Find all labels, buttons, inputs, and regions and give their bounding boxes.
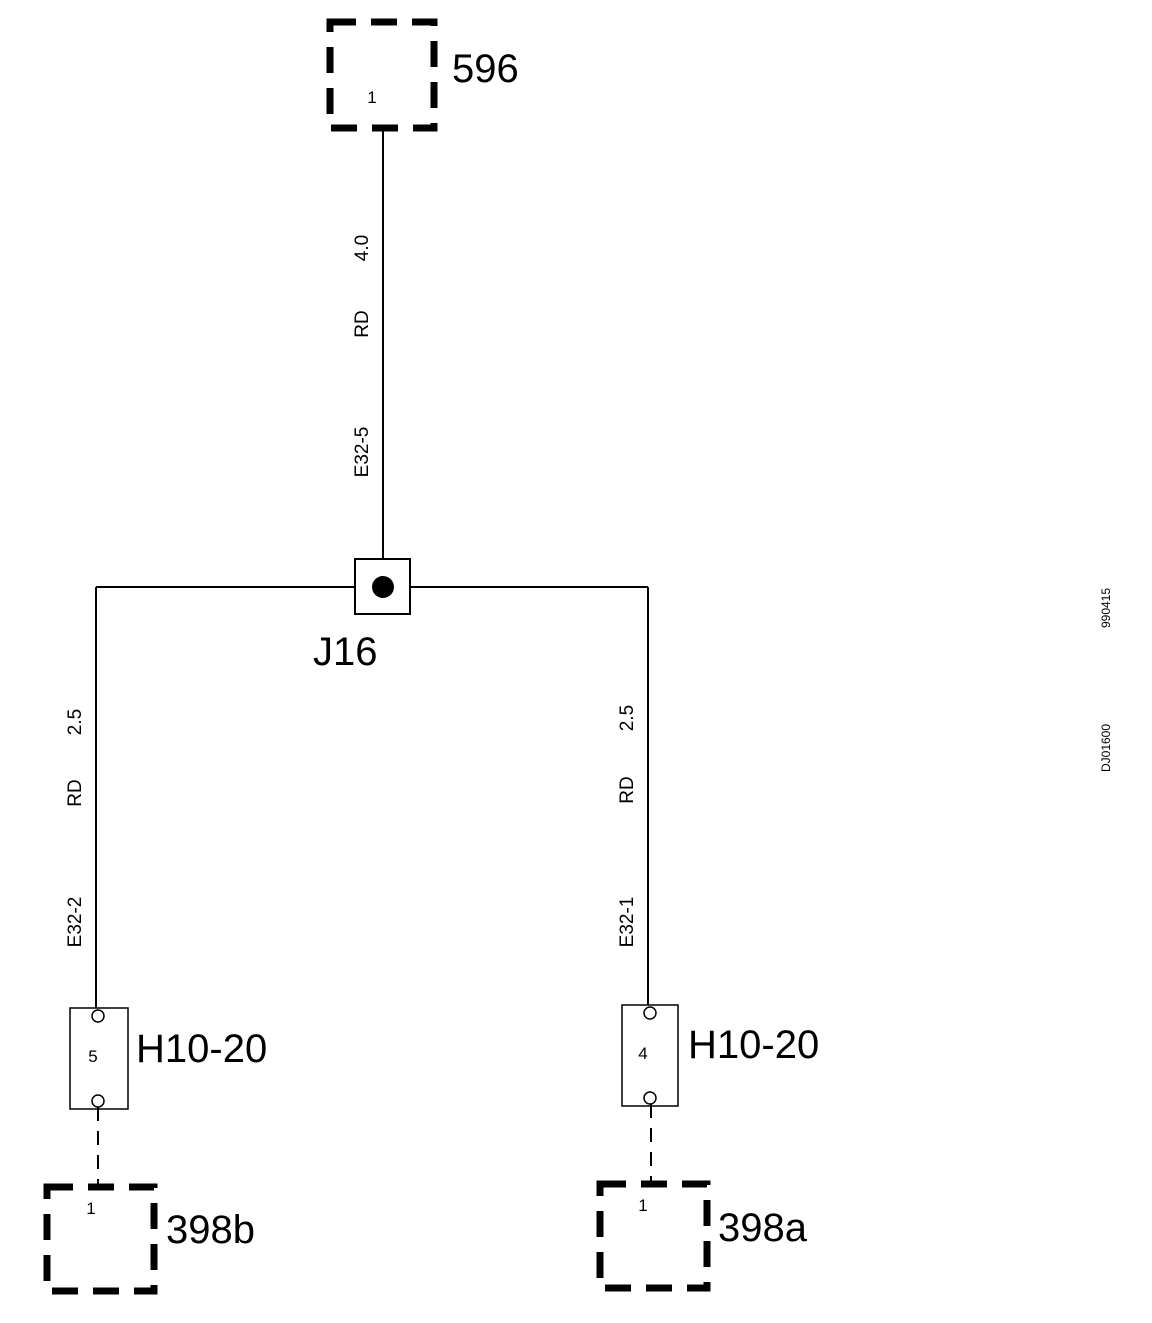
- junction-label: J16: [313, 630, 378, 674]
- terminal-icon: [643, 1006, 657, 1020]
- wire-e32-5-size: 4.0: [352, 235, 373, 261]
- ref-code: 990415: [1099, 588, 1113, 628]
- wire-e32-2-size: 2.5: [65, 709, 86, 735]
- connector-596: 1 596: [326, 18, 519, 132]
- terminal-icon: [643, 1091, 657, 1105]
- wire-e32-5-color: RD: [352, 310, 373, 337]
- junction-j16: J16: [313, 558, 411, 674]
- drawing-code: DJ01600: [1099, 724, 1113, 772]
- junction-dot-icon: [372, 576, 394, 598]
- connector-398a-label: 398a: [718, 1206, 808, 1250]
- wire-e32-5-id: E32-5: [352, 427, 373, 478]
- connector-398b: 1 398b: [43, 1183, 255, 1295]
- connector-398b-label: 398b: [166, 1208, 255, 1252]
- connector-596-pin: 1: [367, 88, 376, 107]
- connector-398a-pin: 1: [638, 1196, 647, 1215]
- wire-e32-1-id: E32-1: [617, 897, 638, 948]
- terminal-icon: [91, 1094, 105, 1108]
- fuse-right-pin: 4: [638, 1044, 647, 1063]
- fuse-right-label: H10-20: [688, 1023, 819, 1067]
- fuse-h10-20-right: 4 H10-20: [621, 1004, 819, 1107]
- fuse-left-pin: 5: [88, 1047, 97, 1066]
- wire-e32-1-size: 2.5: [617, 705, 638, 731]
- connector-596-label: 596: [452, 47, 519, 91]
- fuse-left-label: H10-20: [136, 1027, 267, 1071]
- wire-e32-2-id: E32-2: [65, 897, 86, 948]
- terminal-icon: [91, 1009, 105, 1023]
- wire-e32-1-color: RD: [617, 776, 638, 803]
- connector-398a: 1 398a: [596, 1180, 808, 1292]
- fuse-h10-20-left: 5 H10-20: [69, 1007, 267, 1110]
- connector-398b-pin: 1: [86, 1199, 95, 1218]
- wire-e32-2-color: RD: [65, 779, 86, 806]
